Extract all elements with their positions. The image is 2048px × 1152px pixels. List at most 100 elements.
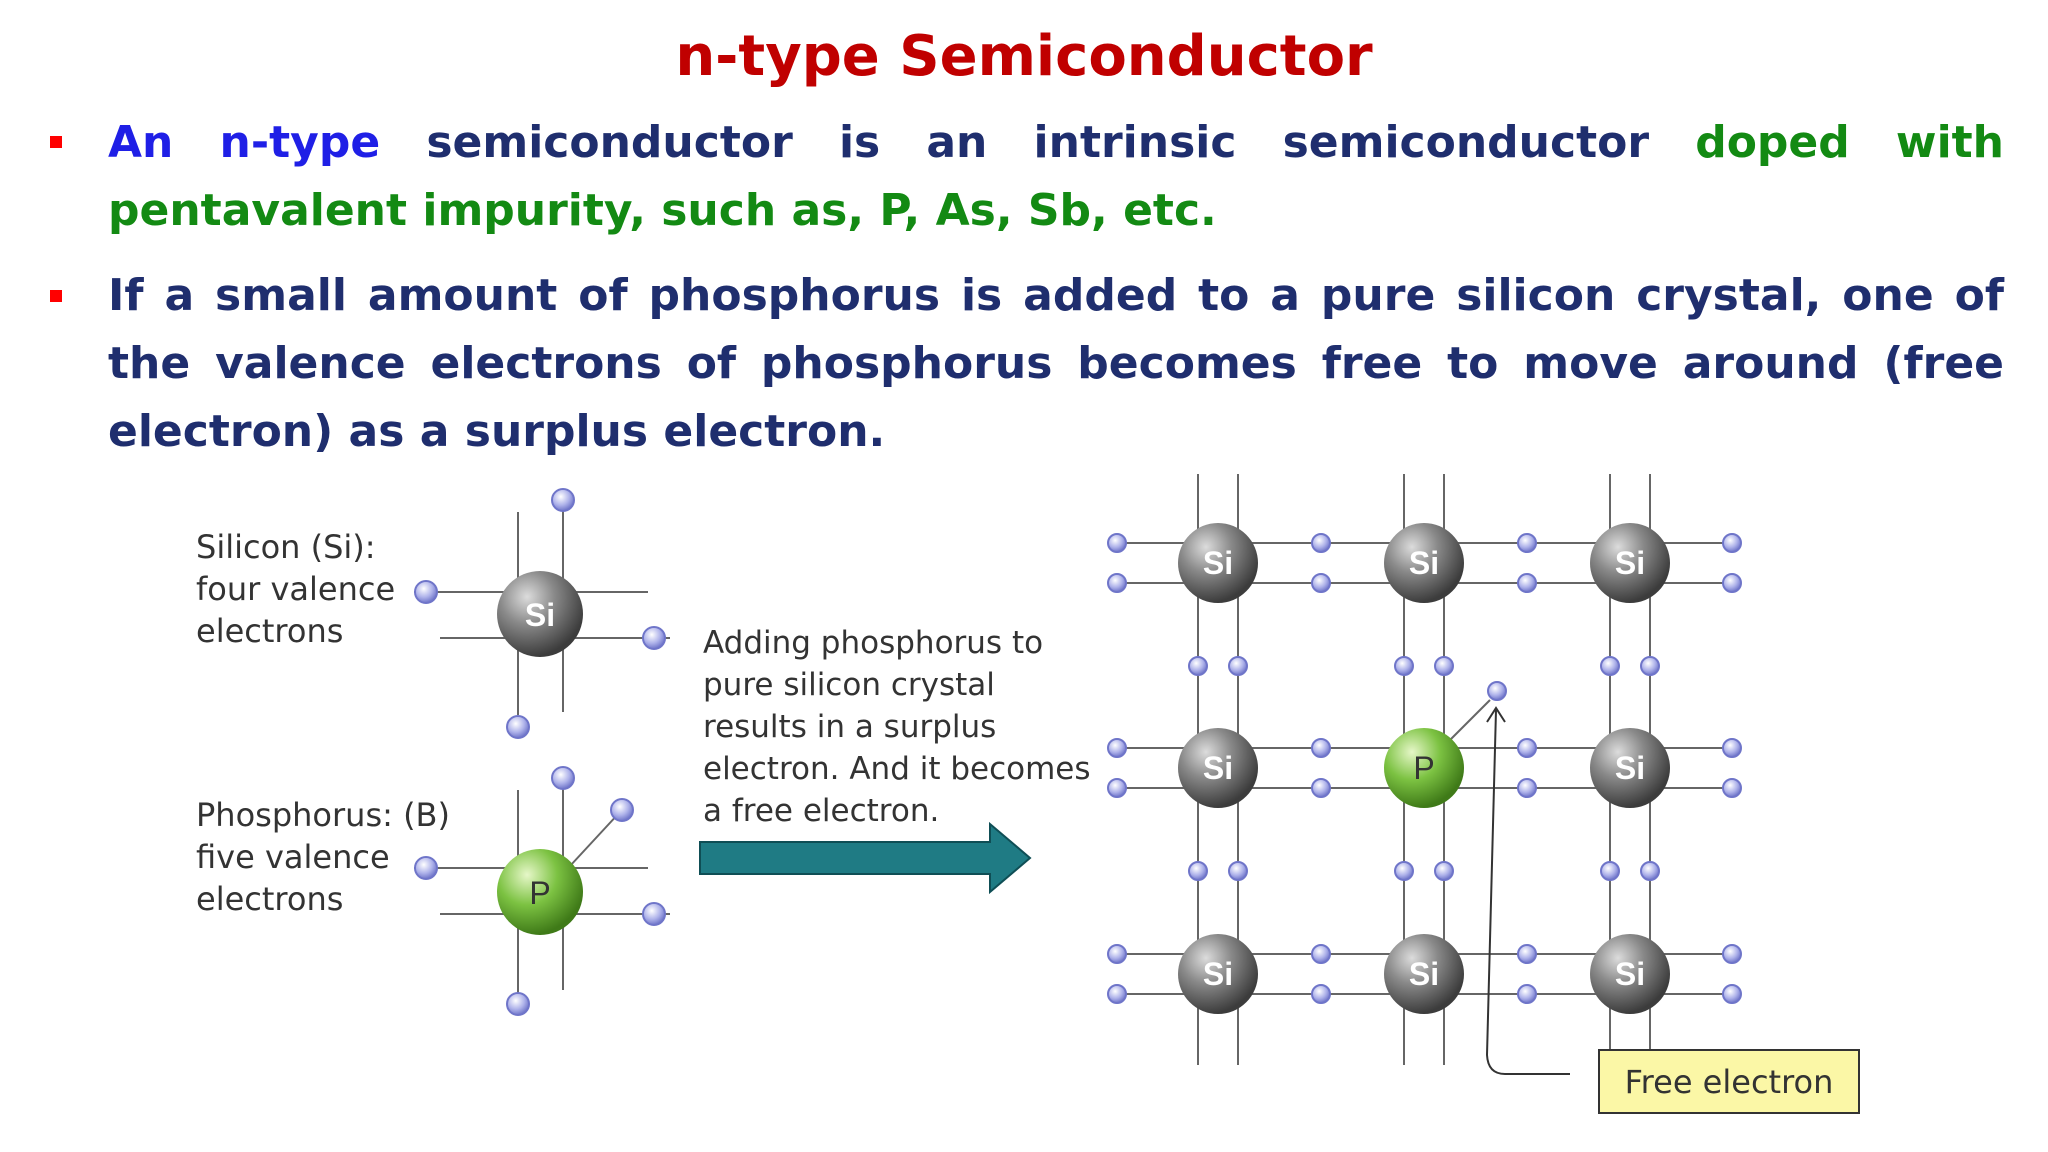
- phosphorus-label-line: five valence: [196, 838, 390, 876]
- electron: [1311, 738, 1331, 758]
- lattice-atom-label: Si: [1409, 545, 1439, 581]
- lattice-si-atom: [1178, 934, 1258, 1014]
- electron: [1517, 944, 1537, 964]
- electron: [1311, 944, 1331, 964]
- arrow-caption: Adding phosphorus to pure silicon crysta…: [703, 625, 1091, 829]
- si-atom-label: Si: [525, 597, 555, 633]
- lattice-atom-label: Si: [1203, 956, 1233, 992]
- lattice-si-atom: [1178, 523, 1258, 603]
- electron: [1107, 738, 1127, 758]
- bullet-2-text: If a small amount of phosphorus is added…: [108, 270, 2004, 457]
- electron: [1228, 861, 1248, 881]
- electron: [1722, 738, 1742, 758]
- silicon-label-line: electrons: [196, 612, 343, 650]
- electron: [414, 580, 438, 604]
- electron: [1640, 656, 1660, 676]
- lattice-si-atom: [1590, 934, 1670, 1014]
- lattice-si-atom: [1590, 728, 1670, 808]
- electron: [1228, 656, 1248, 676]
- electron: [506, 992, 530, 1016]
- bullet-1: An n-type semiconductor is an intrinsic …: [108, 109, 2004, 245]
- electron: [1188, 861, 1208, 881]
- bullet-1-part-a: An n-type: [108, 117, 427, 168]
- lattice-atom-label: Si: [1615, 545, 1645, 581]
- bullet-marker-2: [50, 290, 62, 302]
- bullet-1-part-c: doped with pentavalent impurity, such as…: [108, 117, 2005, 236]
- bullet-1-part-b: semiconductor is an intrinsic semiconduc…: [426, 117, 1696, 168]
- electron: [1722, 573, 1742, 593]
- lattice-si-atom: [1384, 523, 1464, 603]
- arrow-caption-line: a free electron.: [703, 793, 939, 829]
- free-electron: [1487, 681, 1507, 701]
- silicon-label-line: four valence: [196, 570, 395, 608]
- electron: [1517, 738, 1537, 758]
- silicon-label: Silicon (Si): four valence electrons: [196, 528, 395, 650]
- phosphorus-valence-electrons: [414, 766, 666, 1016]
- electron: [610, 798, 634, 822]
- bullet-marker-1: [50, 136, 62, 148]
- phosphorus-label-line: electrons: [196, 880, 343, 918]
- electron: [1107, 984, 1127, 1004]
- electron: [642, 626, 666, 650]
- electron: [1107, 533, 1127, 553]
- arrow-caption-line: Adding phosphorus to: [703, 625, 1043, 661]
- electron: [1640, 861, 1660, 881]
- electron: [1600, 861, 1620, 881]
- slide-title: n-type Semiconductor: [675, 24, 1373, 89]
- electron: [1311, 984, 1331, 1004]
- arrow-caption-line: pure silicon crystal: [703, 667, 995, 703]
- lattice-atom-label: P: [1413, 750, 1434, 786]
- electron: [1722, 533, 1742, 553]
- free-electron-pointer: [1485, 706, 1570, 1075]
- silicon-valence-electrons: [414, 488, 666, 739]
- arrow-caption-line: results in a surplus: [703, 709, 996, 745]
- electron: [1311, 778, 1331, 798]
- p-atom: [497, 849, 583, 935]
- electron: [1722, 984, 1742, 1004]
- free-electron-bond: [1449, 699, 1491, 741]
- silicon-label-line: Silicon (Si):: [196, 528, 376, 566]
- electron: [1517, 984, 1537, 1004]
- lattice-atom-label: Si: [1615, 750, 1645, 786]
- electron: [1517, 778, 1537, 798]
- bullet-2: If a small amount of phosphorus is added…: [108, 262, 2004, 466]
- free-electron-box: [1598, 1049, 1860, 1114]
- electron: [1107, 944, 1127, 964]
- arrow-caption-line: electron. And it becomes: [703, 751, 1091, 787]
- phosphorus-label-line: Phosphorus: (B): [196, 796, 450, 834]
- si-atom: [497, 571, 583, 657]
- electron: [1517, 573, 1537, 593]
- electron: [414, 856, 438, 880]
- electron: [1188, 656, 1208, 676]
- phosphorus-label: Phosphorus: (B) five valence electrons: [196, 796, 450, 918]
- free-electron-label: Free electron: [1625, 1063, 1834, 1101]
- electron: [1107, 778, 1127, 798]
- lattice-atom-label: Si: [1203, 750, 1233, 786]
- electron: [551, 488, 575, 512]
- lattice-atom-label: Si: [1615, 956, 1645, 992]
- electron: [1107, 573, 1127, 593]
- electron: [642, 902, 666, 926]
- lattice-atom-label: Si: [1203, 545, 1233, 581]
- electron: [1311, 533, 1331, 553]
- electron: [1722, 944, 1742, 964]
- electron: [1434, 861, 1454, 881]
- electron: [1311, 573, 1331, 593]
- lattice-p-atom: [1384, 728, 1464, 808]
- p-atom-label: P: [529, 875, 550, 911]
- lattice-si-atom: [1384, 934, 1464, 1014]
- electron: [1394, 861, 1414, 881]
- electron: [1394, 656, 1414, 676]
- electron: [551, 766, 575, 790]
- electron: [1517, 533, 1537, 553]
- electron: [506, 715, 530, 739]
- lattice-si-atom: [1178, 728, 1258, 808]
- electron: [1600, 656, 1620, 676]
- lattice-atom-label: Si: [1409, 956, 1439, 992]
- electron: [1722, 778, 1742, 798]
- electron: [1434, 656, 1454, 676]
- lattice-si-atom: [1590, 523, 1670, 603]
- doping-arrow: [699, 821, 1032, 895]
